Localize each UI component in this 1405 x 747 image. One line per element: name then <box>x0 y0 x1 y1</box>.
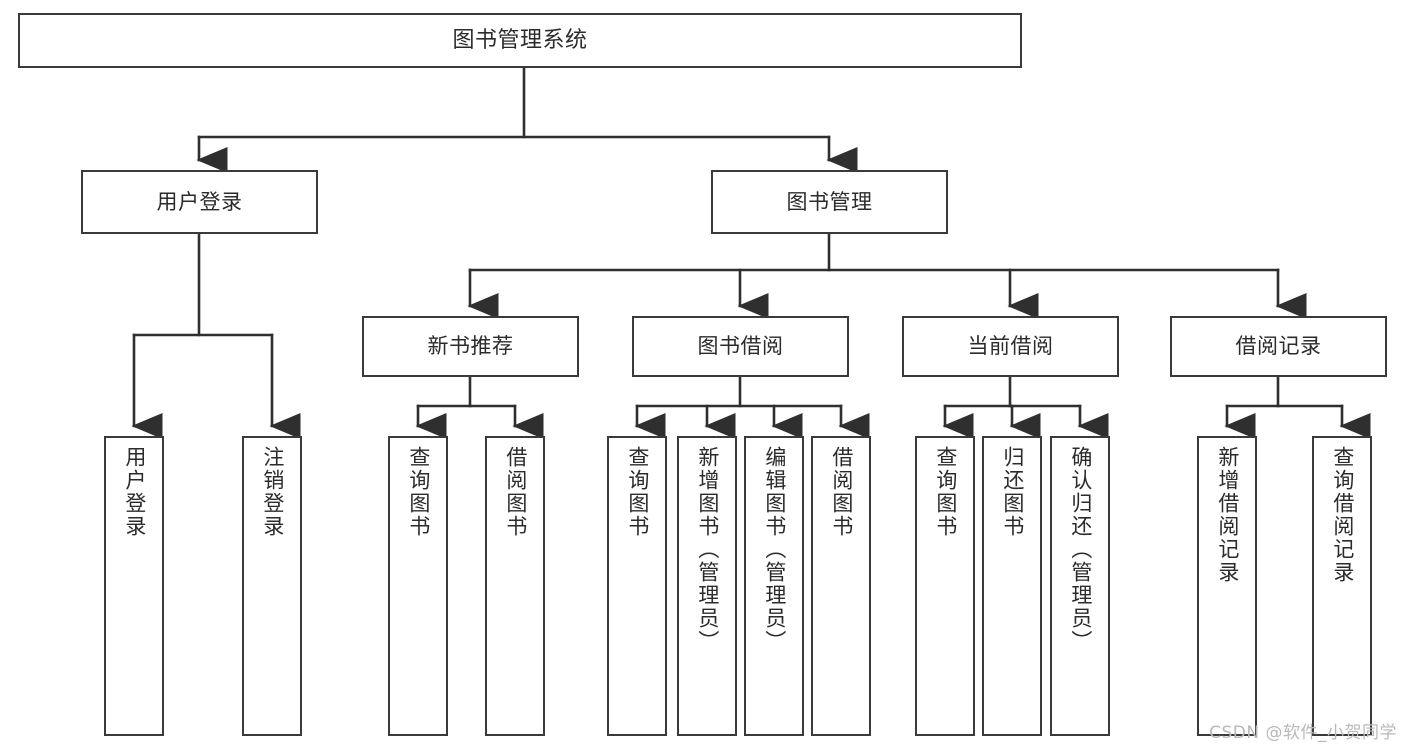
node-new-book-recommend[interactable]: 新书推荐 <box>362 316 579 377</box>
node-label: 图书管理 <box>786 189 873 214</box>
node-label: 归还图书 <box>1000 446 1025 538</box>
node-label: 借阅图书 <box>503 446 528 538</box>
node-leaf-record-add[interactable]: 新增借阅记录 <box>1197 436 1257 736</box>
node-book-borrow[interactable]: 图书借阅 <box>632 316 849 377</box>
node-leaf-current-return[interactable]: 归还图书 <box>982 436 1042 736</box>
node-label: 当前借阅 <box>967 334 1054 359</box>
node-label: 查询图书 <box>933 446 958 538</box>
node-label: 查询图书 <box>406 446 431 538</box>
node-leaf-borrow-borrow-book[interactable]: 借阅图书 <box>811 436 871 736</box>
node-label: 用户登录 <box>122 446 147 538</box>
node-leaf-current-query[interactable]: 查询图书 <box>915 436 975 736</box>
node-label: 查询图书 <box>625 446 650 538</box>
node-leaf-user-login-signout[interactable]: 注销登录 <box>242 436 302 736</box>
node-borrow-record[interactable]: 借阅记录 <box>1170 316 1387 377</box>
node-leaf-newbook-borrow[interactable]: 借阅图书 <box>485 436 545 736</box>
node-user-login[interactable]: 用户登录 <box>81 170 318 234</box>
node-root-system[interactable]: 图书管理系统 <box>18 13 1022 68</box>
node-label: 确认归还（管理员） <box>1068 446 1093 653</box>
node-label: 新增借阅记录 <box>1215 446 1240 584</box>
node-leaf-borrow-query[interactable]: 查询图书 <box>607 436 667 736</box>
node-label: 新增图书（管理员） <box>695 446 720 653</box>
node-label: 借阅图书 <box>829 446 854 538</box>
node-label: 新书推荐 <box>427 334 514 359</box>
node-leaf-borrow-add-admin[interactable]: 新增图书（管理员） <box>677 436 737 736</box>
node-label: 借阅记录 <box>1235 334 1322 359</box>
node-book-management[interactable]: 图书管理 <box>711 170 948 234</box>
node-label: 图书管理系统 <box>452 27 588 53</box>
node-label: 图书借阅 <box>697 334 784 359</box>
node-leaf-borrow-edit-admin[interactable]: 编辑图书（管理员） <box>744 436 804 736</box>
node-label: 注销登录 <box>260 446 285 538</box>
node-label: 编辑图书（管理员） <box>762 446 787 653</box>
node-label: 用户登录 <box>156 189 243 214</box>
node-leaf-user-login-signin[interactable]: 用户登录 <box>104 436 164 736</box>
node-current-borrow[interactable]: 当前借阅 <box>902 316 1119 377</box>
node-leaf-record-query[interactable]: 查询借阅记录 <box>1312 436 1372 736</box>
node-leaf-current-confirm-admin[interactable]: 确认归还（管理员） <box>1050 436 1110 736</box>
node-label: 查询借阅记录 <box>1330 446 1355 584</box>
node-leaf-newbook-query[interactable]: 查询图书 <box>388 436 448 736</box>
